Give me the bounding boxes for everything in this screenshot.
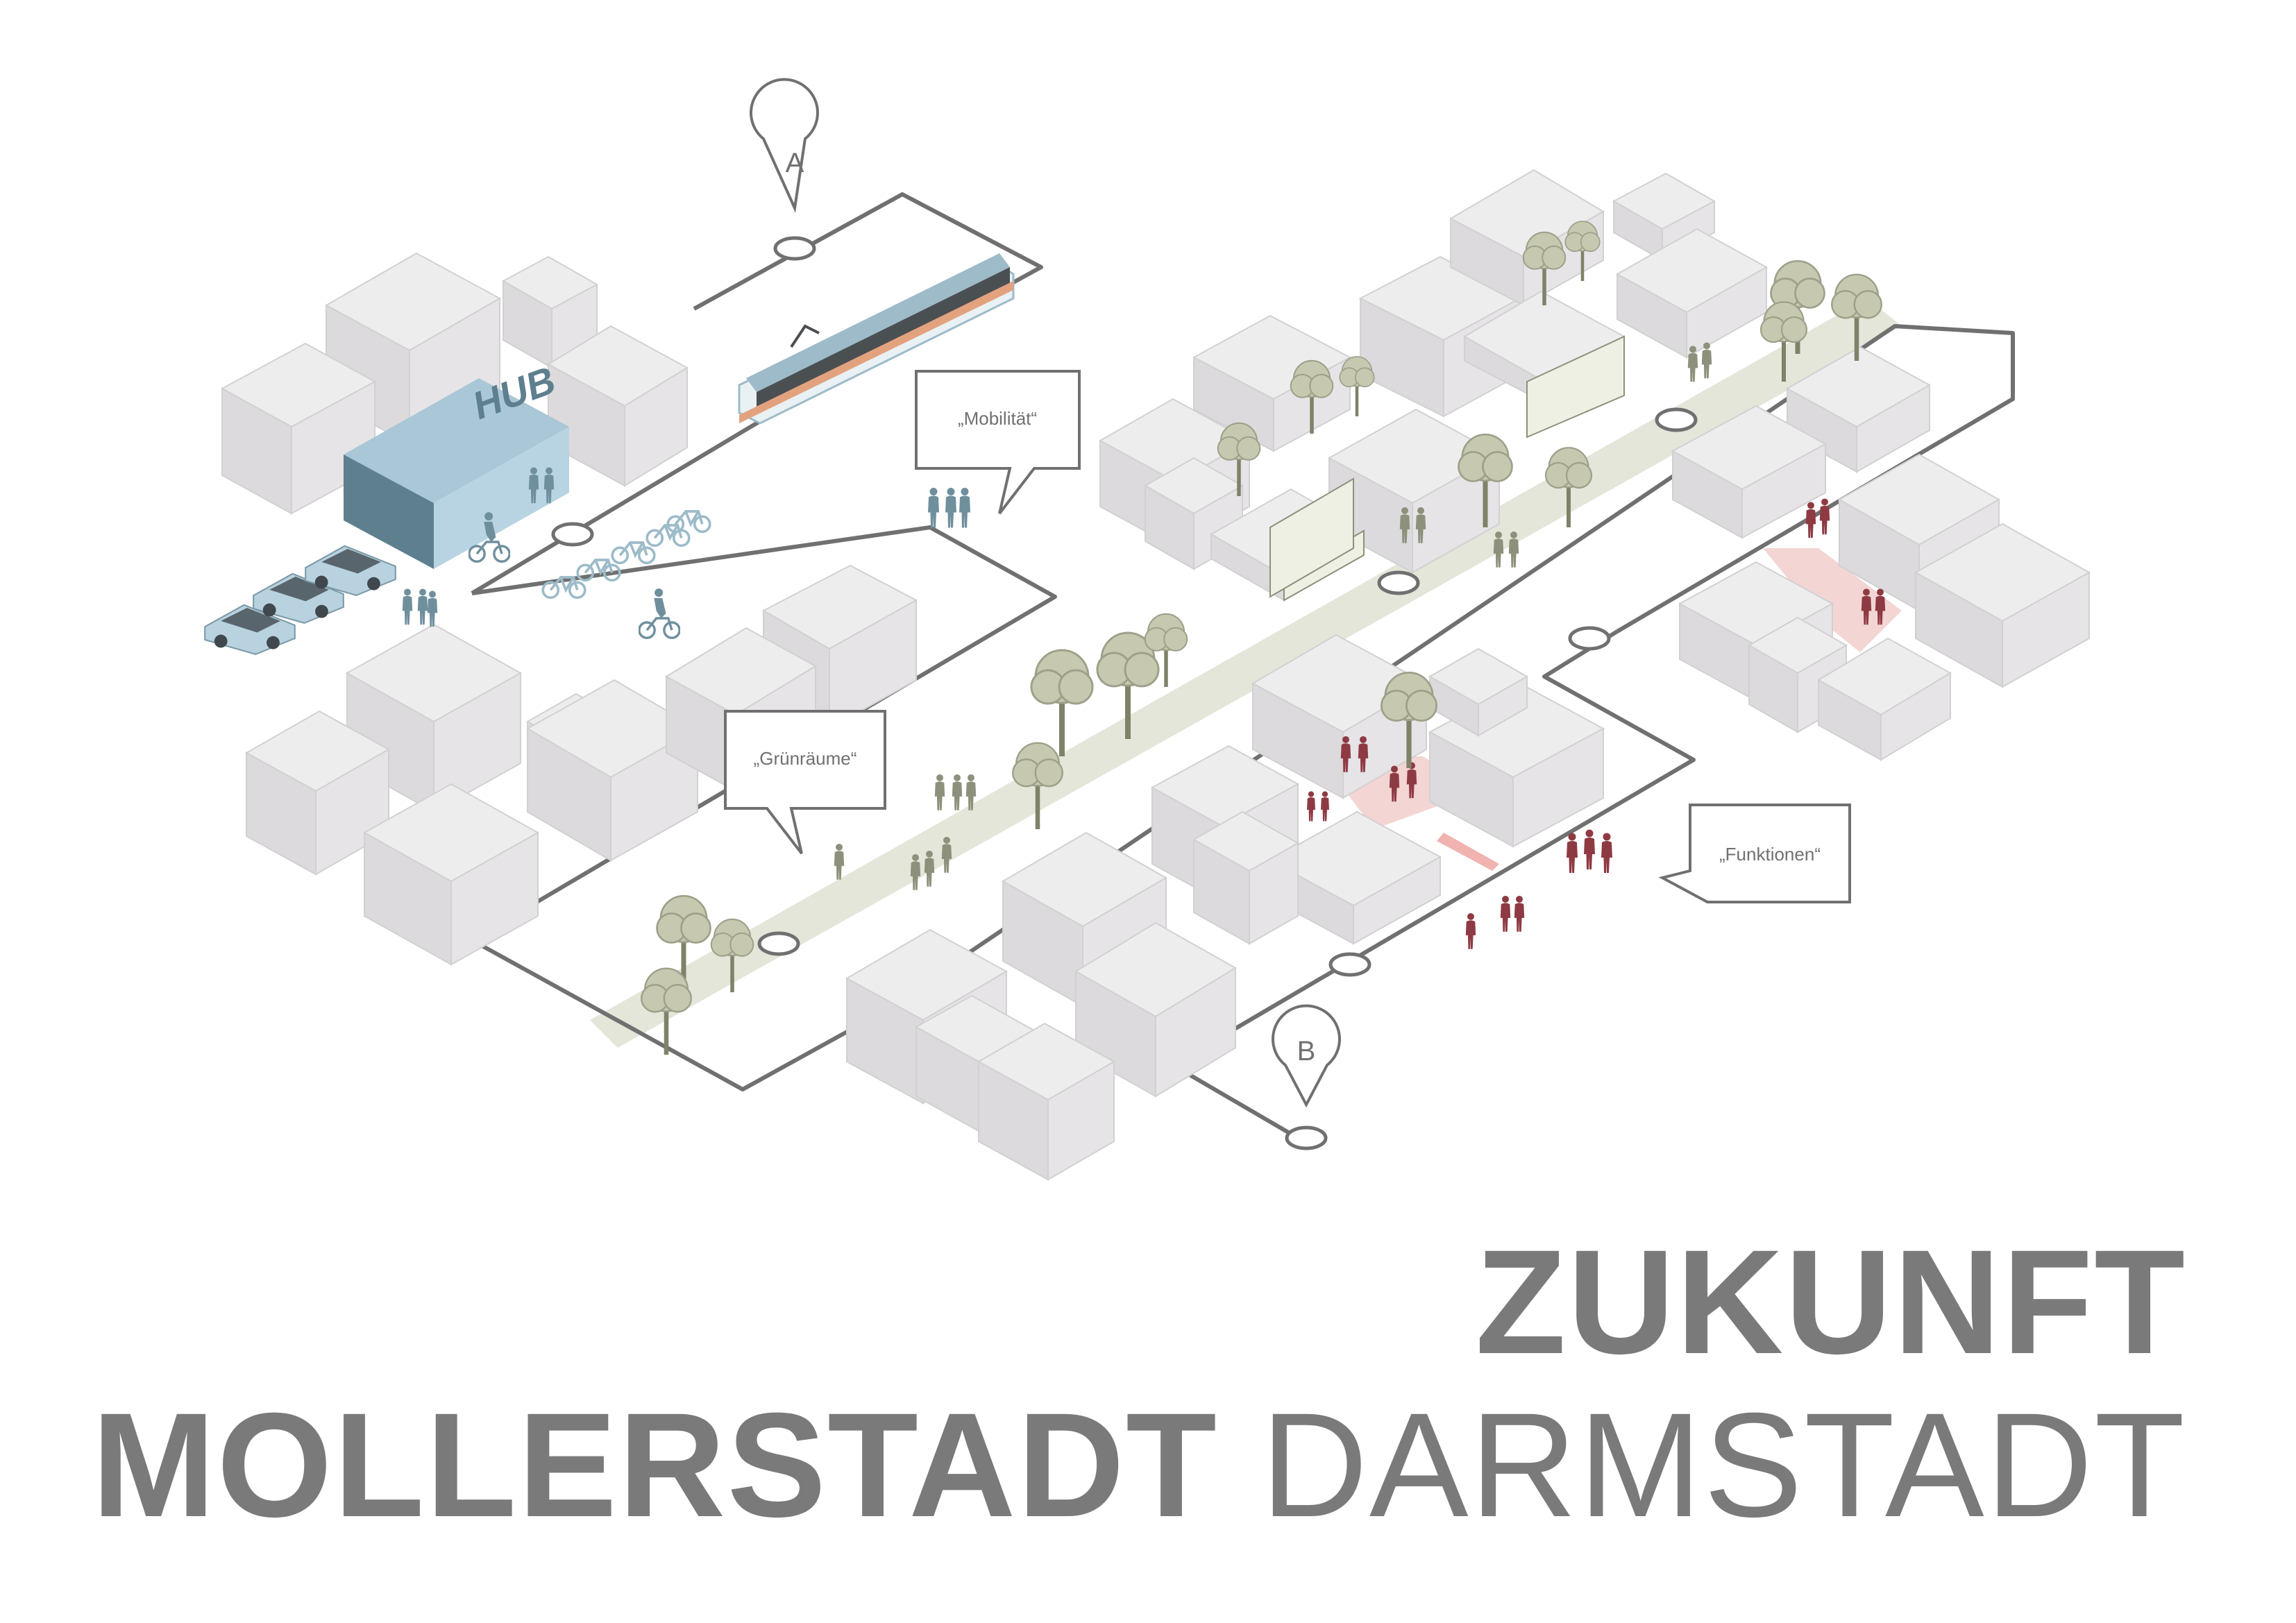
building-block (501, 255, 599, 369)
bubble-funktionen-text: „Funktionen“ (1719, 844, 1821, 865)
building-block (1428, 647, 1529, 737)
building-block (1671, 405, 1827, 539)
parked-cars (204, 545, 396, 655)
building-block (1074, 921, 1237, 1098)
hub-building: HUB (344, 358, 569, 569)
marker-b: B (1272, 1004, 1341, 1108)
building-block (1817, 637, 1952, 761)
building-block (362, 783, 540, 966)
bubble-gruenraeume: „Grünräume“ (724, 710, 886, 855)
building-block (1192, 810, 1300, 945)
building-block (345, 623, 523, 813)
route-stops (551, 236, 1698, 1150)
title-line-1: ZUKUNFT (1475, 1219, 2186, 1385)
function-ground-east (1763, 548, 1902, 652)
building-block (525, 679, 700, 862)
tram (738, 253, 1015, 425)
bubble-mobilitaet: „Mobilität“ (915, 370, 1081, 515)
building-block (977, 1022, 1116, 1181)
marker-a-label: A (786, 148, 804, 178)
building-block (1268, 810, 1442, 945)
building-block (1785, 346, 1932, 473)
building-block (1615, 228, 1769, 359)
bubble-funktionen: „Funktionen“ (1658, 804, 1851, 903)
building-block (1837, 453, 2001, 612)
marker-b-label: B (1297, 1036, 1316, 1067)
vertical-greenery (1269, 335, 1625, 602)
bubble-gruenraeume-text: „Grünräume“ (754, 748, 857, 769)
building-block (1914, 522, 2091, 688)
building-block (1747, 616, 1848, 733)
bubble-mobilitaet-text: „Mobilität“ (958, 408, 1037, 429)
title-mollerstadt: MOLLERSTADT (92, 1382, 1218, 1548)
title-line-2: MOLLERSTADT DARMSTADT (92, 1391, 2186, 1540)
marker-a: A (750, 78, 819, 214)
title-darmstadt: DARMSTADT (1260, 1382, 2186, 1548)
function-crosswalk (1437, 833, 1499, 871)
building-block (547, 325, 689, 487)
